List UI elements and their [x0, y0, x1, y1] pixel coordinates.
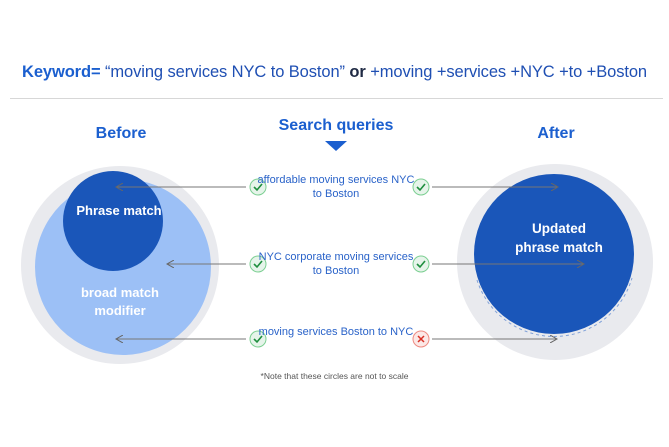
check-icon [249, 178, 267, 196]
updated-phrase-match-circle [474, 174, 634, 334]
query-item-3: moving services Boston to NYC [258, 326, 414, 338]
keyword-or: or [349, 63, 366, 81]
before-heading: Before [95, 125, 147, 142]
keyword-modifier-phrase: +moving +services +NYC +to +Boston [365, 63, 647, 81]
x-icon [412, 330, 430, 348]
keyword-label: Keyword= [22, 63, 101, 81]
keyword-quoted-phrase: “moving services NYC to Boston” [100, 63, 350, 81]
scale-note: *Note that these circles are not to scal… [260, 371, 409, 381]
search-queries-heading: Search queries [278, 117, 394, 134]
check-icon [249, 255, 267, 273]
phrase-match-circle [63, 171, 163, 271]
check-icon [412, 255, 430, 273]
after-heading: After [537, 125, 575, 142]
check-icon [249, 330, 267, 348]
broad-match-modifier-label: broad match modifier [80, 285, 159, 318]
query-item-1: affordable moving services NYC to Boston [257, 174, 415, 200]
divider [10, 98, 663, 99]
query-item-2: NYC corporate moving services to Boston [258, 251, 414, 277]
updated-phrase-match-label: Updated phrase match [515, 221, 603, 255]
phrase-match-label: Phrase match [76, 203, 162, 218]
keyword-line: Keyword= “moving services NYC to Boston”… [0, 63, 669, 82]
check-icon [412, 178, 430, 196]
search-queries-triangle [325, 141, 347, 151]
